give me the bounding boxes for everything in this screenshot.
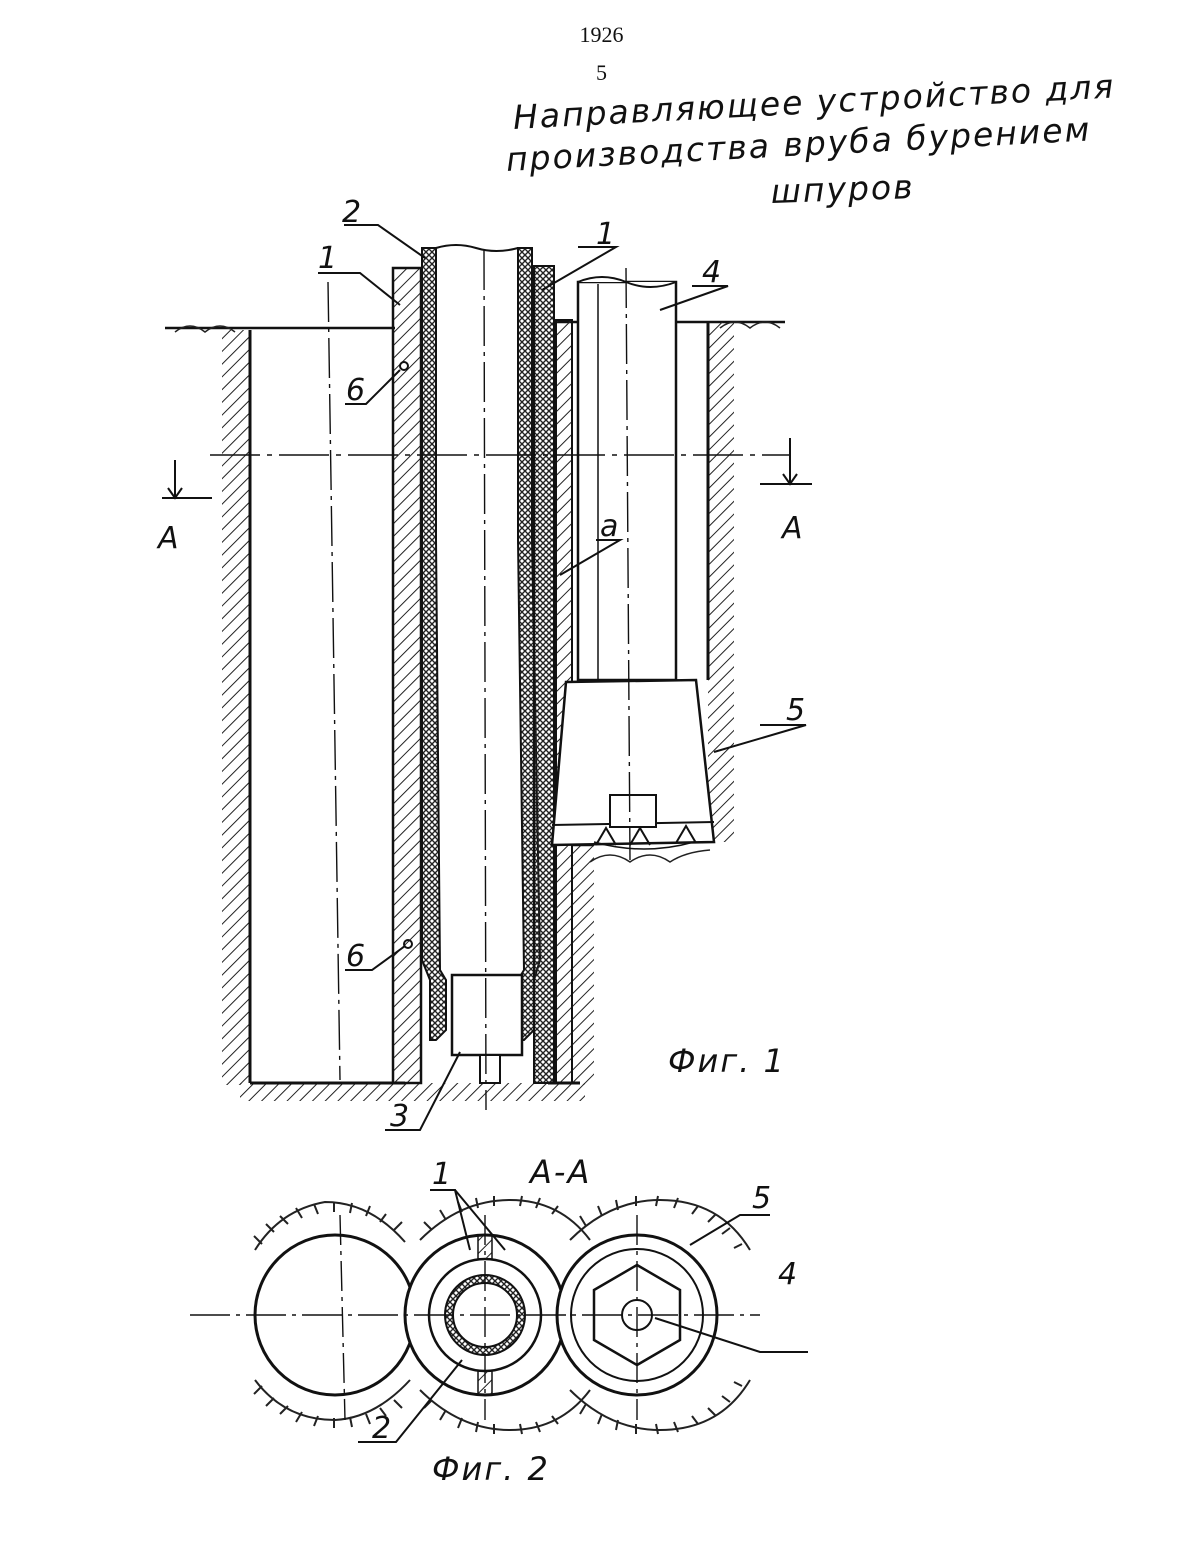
casing-wall-right: [534, 266, 554, 1083]
label-drill-rod-4: 4: [702, 255, 721, 290]
label-section-a-right: A: [780, 511, 803, 546]
plug: [452, 975, 522, 1055]
casing-wall-left: [393, 268, 421, 1083]
label-liner-2: 2: [342, 195, 361, 230]
label-section-bit-5: 5: [752, 1181, 771, 1216]
label-casing-1-left: 1: [318, 241, 337, 276]
liner-wall-left: [422, 248, 446, 1040]
section-a-a-title: А-А: [528, 1153, 591, 1191]
label-section-drill-rod-4: 4: [778, 1257, 797, 1292]
label-section-liner-2: 2: [372, 1411, 391, 1446]
label-section-a-left: A: [156, 521, 179, 556]
label-weld-6-lower: 6: [346, 939, 365, 974]
figure-2-caption: Фиг. 2: [432, 1450, 550, 1488]
label-section-casing-1: 1: [432, 1157, 451, 1192]
figure-1-caption: Фиг. 1: [668, 1042, 786, 1080]
label-guide-a: a: [600, 509, 618, 544]
label-plug-3: 3: [390, 1099, 409, 1134]
figure-2: А-А 1 5 4 2 Фиг. 2: [190, 1153, 808, 1488]
label-bit-5: 5: [786, 693, 805, 728]
label-weld-6-upper: 6: [346, 373, 365, 408]
label-casing-1-right: 1: [596, 217, 615, 252]
figure-1: 2 1 1 4 6 6 a 5 3 A A Фиг. 1: [156, 195, 812, 1134]
